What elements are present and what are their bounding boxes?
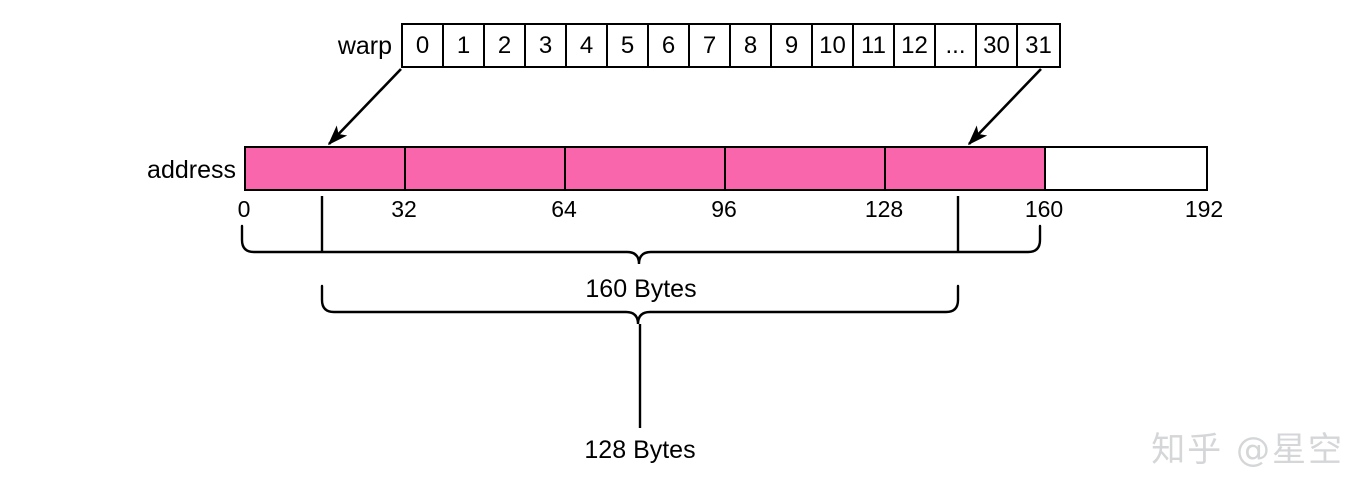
address-label: address <box>147 156 236 184</box>
brace-128-bytes <box>320 284 960 325</box>
warp-label: warp <box>337 32 392 60</box>
address-tick-label: 32 <box>391 196 417 222</box>
address-tick-label: 96 <box>711 196 737 222</box>
warp-lane-cell: 3 <box>526 25 567 66</box>
warp-lane-cell: 31 <box>1018 25 1059 66</box>
address-segment <box>726 148 886 189</box>
watermark: 知乎 @星空 <box>1151 430 1344 470</box>
warp-lane-cell: 7 <box>690 25 731 66</box>
caption-160-bytes: 160 Bytes <box>585 275 697 303</box>
address-segment <box>406 148 566 189</box>
warp-lane-cell: 30 <box>977 25 1018 66</box>
address-segment <box>1046 148 1206 189</box>
warp-lane-cell: 9 <box>772 25 813 66</box>
address-tick-label: 192 <box>1184 196 1224 222</box>
warp-lane-cell: ... <box>936 25 977 66</box>
address-tick-label: 0 <box>237 196 251 222</box>
address-segment <box>886 148 1046 189</box>
address-tick-label: 64 <box>551 196 577 222</box>
address-segment <box>246 148 406 189</box>
address-bar <box>244 146 1208 191</box>
warp-lane-cell: 5 <box>608 25 649 66</box>
warp-lane-cell: 8 <box>731 25 772 66</box>
warp-lane-cell: 11 <box>854 25 895 66</box>
address-tick-label: 128 <box>864 196 904 222</box>
warp-lane-cell: 1 <box>444 25 485 66</box>
arrow-lane0 <box>327 68 402 146</box>
address-tick-label: 160 <box>1024 196 1064 222</box>
warp-lane-cell: 0 <box>403 25 444 66</box>
warp-lane-cell: 12 <box>895 25 936 66</box>
warp-lane-cell: 6 <box>649 25 690 66</box>
address-segment <box>566 148 726 189</box>
arrow-lane31 <box>967 68 1042 146</box>
warp-lane-cell: 2 <box>485 25 526 66</box>
warp-lane-cell: 4 <box>567 25 608 66</box>
brace-160-bytes <box>240 224 1042 265</box>
caption-128-bytes: 128 Bytes <box>584 436 696 464</box>
warp-lane-cell: 10 <box>813 25 854 66</box>
